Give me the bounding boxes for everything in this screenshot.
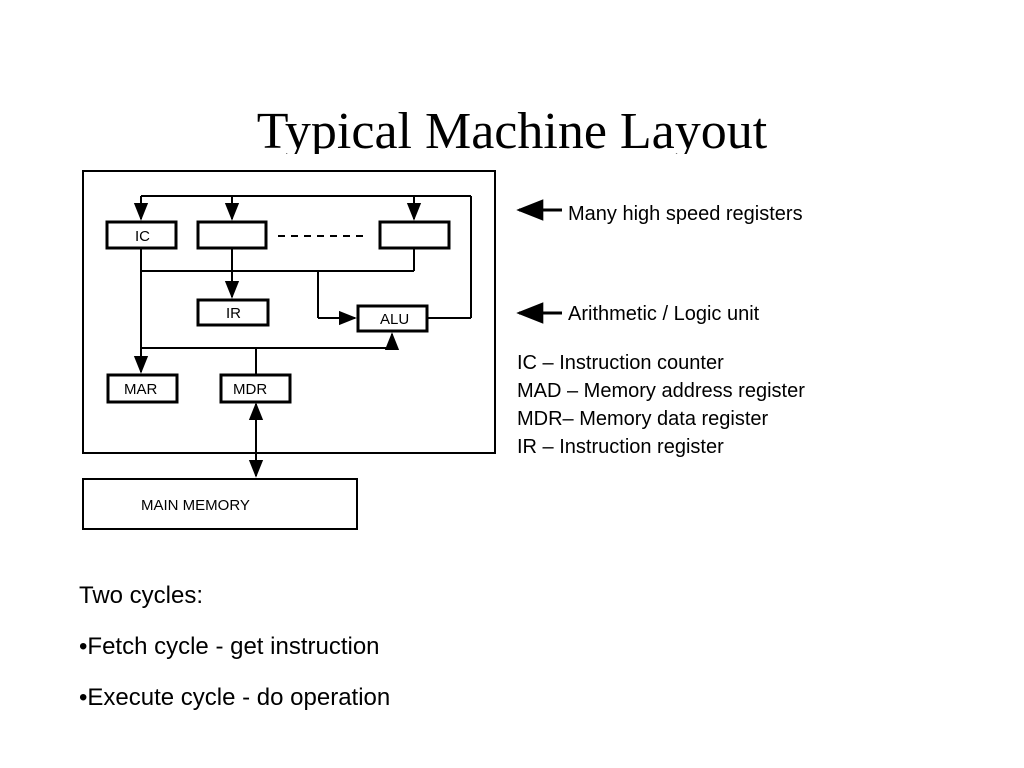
legend-item-mdr: MDR– Memory data register <box>517 408 769 430</box>
legend-item-mad: MAD – Memory address register <box>517 380 805 402</box>
register-box-2 <box>196 220 268 250</box>
mar-label: MAR <box>124 381 158 398</box>
alu-label: ALU <box>380 311 409 328</box>
connection-lines <box>133 195 472 478</box>
register-box-n <box>378 220 451 250</box>
mdr-label: MDR <box>233 381 267 398</box>
registers-annotation: Many high speed registers <box>568 203 803 225</box>
main-memory-box <box>82 478 358 530</box>
main-memory-label: MAIN MEMORY <box>141 497 250 514</box>
cycles-notes: Two cycles: •Fetch cycle - get instructi… <box>79 570 390 723</box>
ir-label: IR <box>226 305 241 322</box>
fetch-cycle-item: •Fetch cycle - get instruction <box>79 633 380 660</box>
ir-register-box <box>196 298 270 327</box>
legend-item-ir: IR – Instruction register <box>517 436 724 458</box>
mar-register-box <box>106 373 179 404</box>
ic-label: IC <box>135 228 150 245</box>
slide-title: Typical Machine Layout <box>256 103 768 154</box>
execute-cycle-item: •Execute cycle - do operation <box>79 684 391 711</box>
legend-item-ic: IC – Instruction counter <box>517 352 724 374</box>
cycles-heading: Two cycles: <box>79 582 204 609</box>
alu-annotation: Arithmetic / Logic unit <box>568 303 760 325</box>
cpu-frame <box>82 170 496 454</box>
